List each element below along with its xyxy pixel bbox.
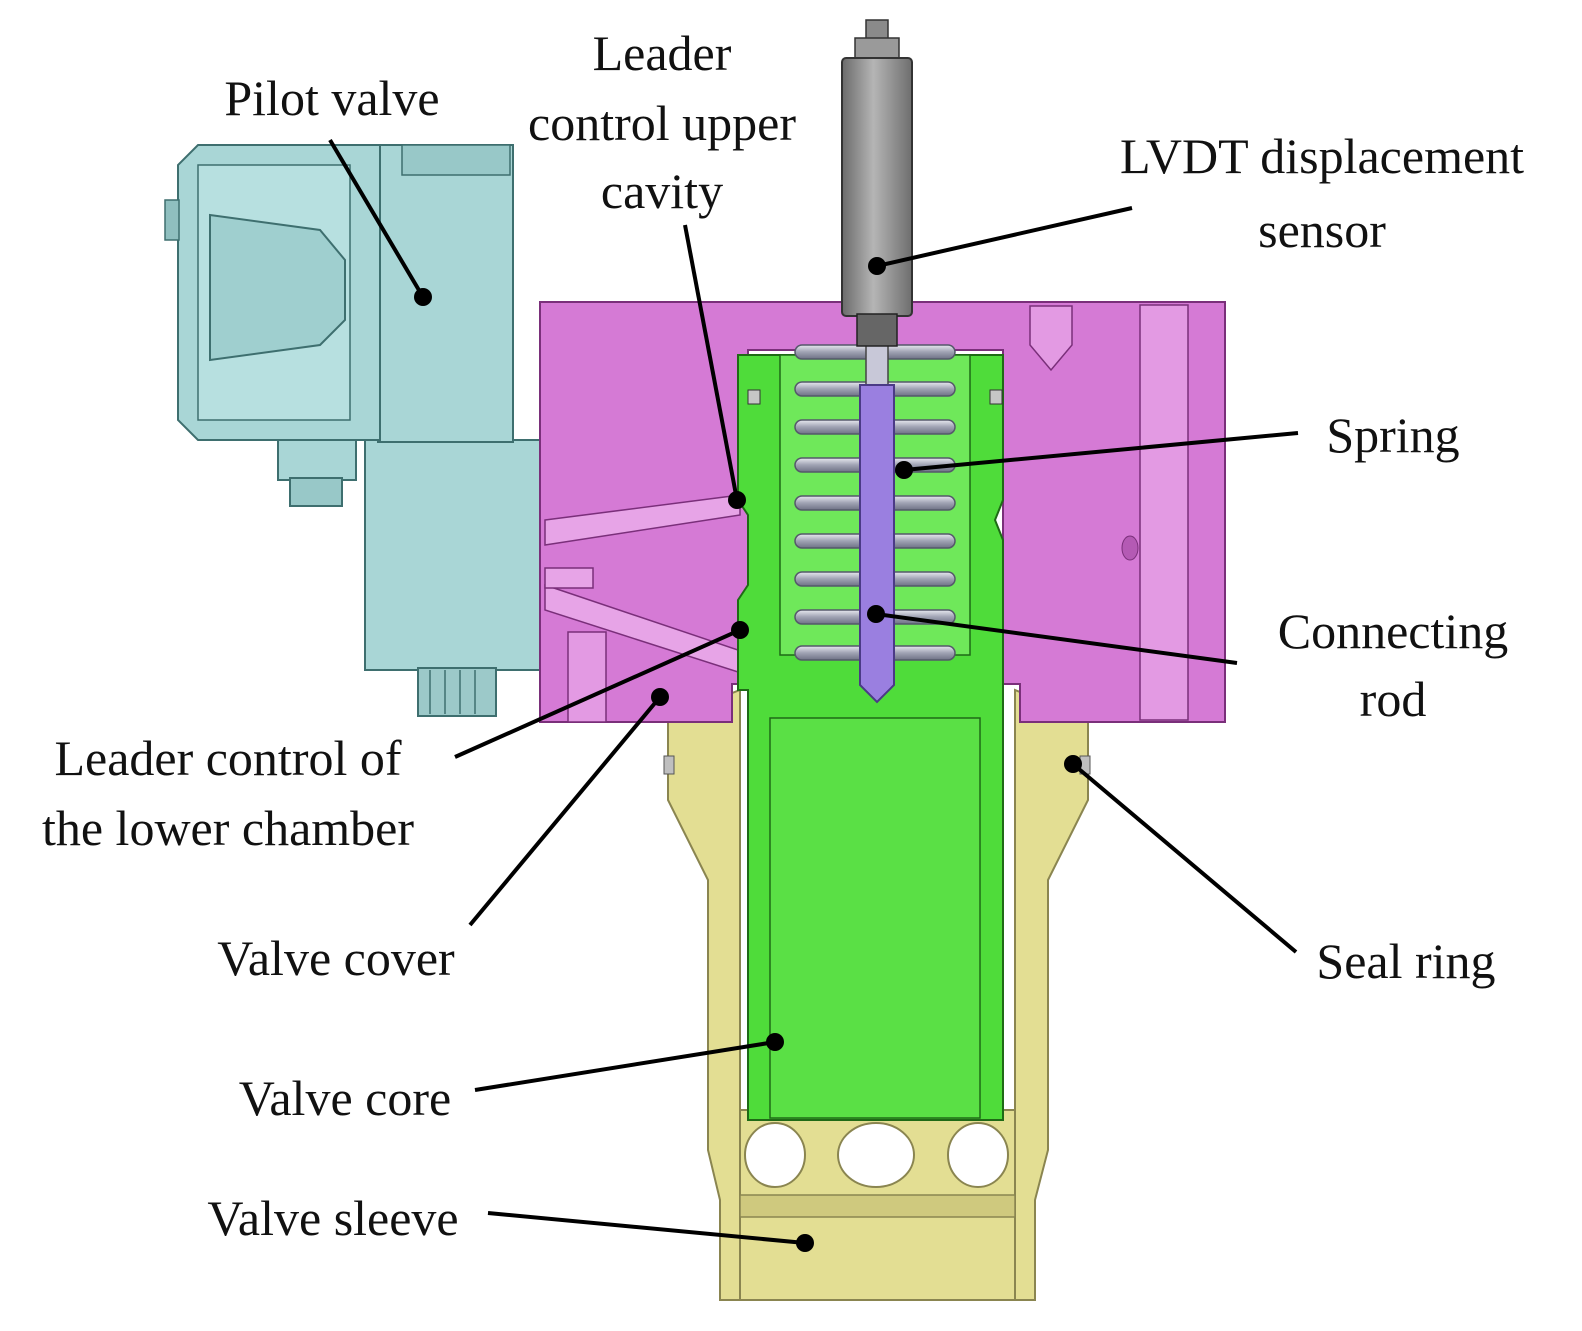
- connecting-rod-body: [859, 344, 895, 704]
- valve-sleeve-body: [663, 688, 1091, 1301]
- label-spring: Spring: [1326, 407, 1459, 463]
- lvdt-sensor-body: [841, 19, 913, 347]
- leader-dots: [414, 257, 1082, 1252]
- label-connecting-rod-line1: Connecting: [1278, 603, 1509, 659]
- label-valve-cover: Valve cover: [217, 930, 455, 986]
- label-leader-lower-line1: Leader control of: [54, 730, 401, 786]
- label-valve-sleeve: Valve sleeve: [207, 1190, 458, 1246]
- label-connecting-rod-line2: rod: [1360, 671, 1427, 727]
- label-valve-core: Valve core: [239, 1070, 451, 1126]
- pilot-valve-body: [164, 144, 541, 717]
- label-leader-upper-line3: cavity: [601, 163, 723, 219]
- label-pilot-valve: Pilot valve: [224, 70, 439, 126]
- label-leader-upper-line1: Leader: [593, 25, 732, 81]
- leader-lines: [328, 138, 1299, 1245]
- label-leader-upper-line2: control upper: [528, 95, 796, 151]
- label-lvdt-line1: LVDT displacement: [1120, 128, 1524, 184]
- label-leader-lower-line2: the lower chamber: [42, 800, 414, 856]
- label-lvdt-line2: sensor: [1258, 202, 1386, 258]
- label-seal-ring: Seal ring: [1316, 933, 1495, 989]
